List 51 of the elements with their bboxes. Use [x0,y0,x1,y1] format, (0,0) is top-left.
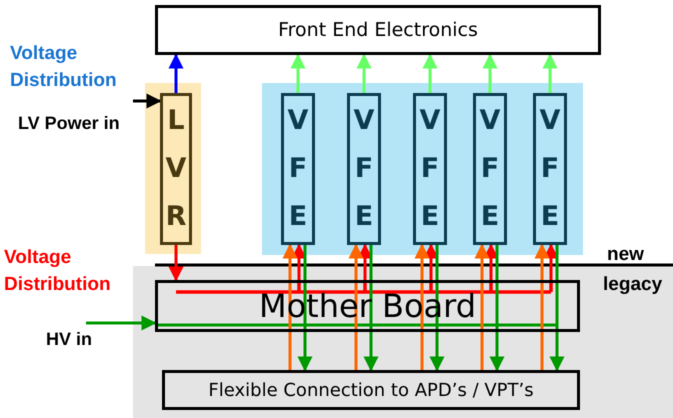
connection-box: Flexible Connection to APD’s / VPT’s [162,370,580,410]
connector-line [354,332,358,370]
arrow [482,54,498,93]
arrow [430,332,444,372]
connector-line [480,332,484,370]
arrow [356,54,372,93]
process-box: Front End Electronics [155,5,601,55]
arrow [282,244,298,280]
arrow [484,244,498,280]
module-box: V F E [281,93,315,245]
arrow [292,244,306,280]
connector-line [420,332,424,370]
module-box: V F E [473,93,507,245]
connector-line [540,332,544,370]
arrow [534,244,550,280]
module-box: V F E [413,93,447,245]
arrow [168,54,184,93]
arrow [358,244,372,280]
connector-line [288,332,292,370]
section-label: Voltage Distribution [10,42,118,93]
arrow [364,332,378,372]
group-band [262,83,583,255]
arrow [414,244,430,280]
arrow [544,244,558,280]
group-band [133,266,673,418]
arrow [348,244,364,280]
region-label: legacy [603,274,662,296]
arrow [168,245,184,282]
connector-line [496,245,498,280]
arrow [424,244,438,280]
arrow [290,54,306,93]
input-label: HV in [46,326,106,352]
group-band [145,83,201,254]
section-label: Voltage Distribution [4,246,112,297]
module-box: V F E [533,93,567,245]
arrow [298,332,312,372]
arrow [542,54,558,93]
connector-line [370,245,372,280]
arrow [422,54,438,93]
input-label: LV Power in [18,110,148,136]
arrow [550,332,564,372]
arrow [86,316,156,330]
arrow [474,244,490,280]
arrow [490,332,504,372]
arrow [133,94,162,108]
connector-line [556,245,558,280]
module-box: V F E [347,93,381,245]
connector-line [436,245,438,280]
module-box: L V R [160,93,192,245]
connector-line [304,245,306,280]
region-label: new [607,243,645,267]
